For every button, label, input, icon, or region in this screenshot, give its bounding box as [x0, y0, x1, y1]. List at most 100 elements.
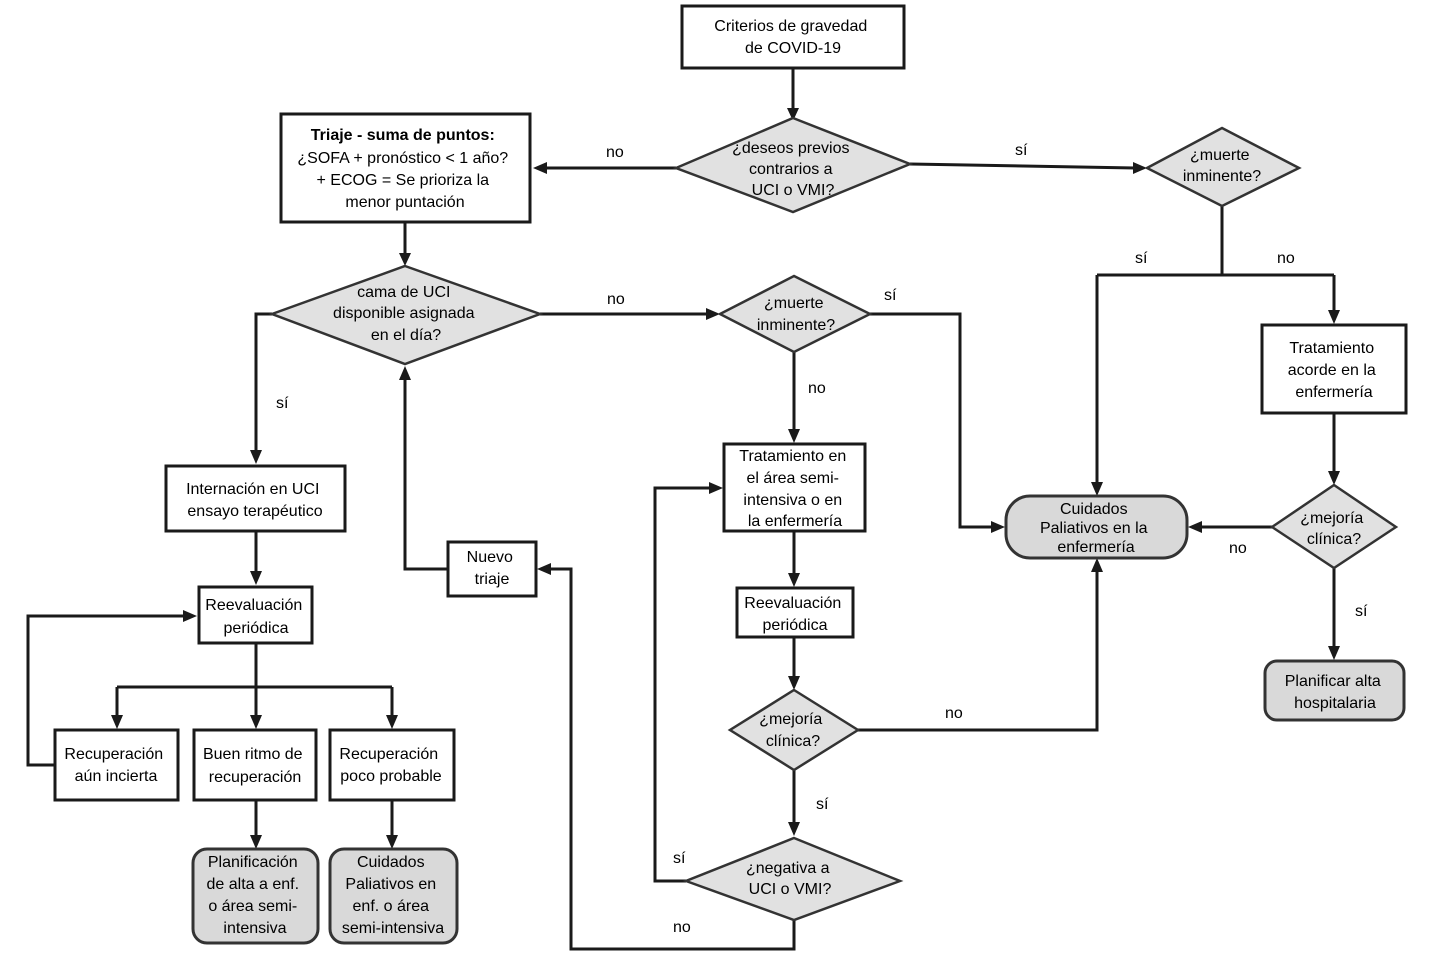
- internacion-uci-box: Internación en UCI ensayo terapéutico: [164, 464, 347, 533]
- node-line: Tratamiento: [1289, 340, 1374, 357]
- node-line: ¿muerte: [764, 295, 824, 312]
- reevaluacion-1-box: Reevaluación periódica: [197, 585, 314, 645]
- buen-ritmo-box: Buen ritmo de recuperación: [192, 728, 318, 802]
- node-line: periódica: [763, 617, 828, 634]
- svg-text:Cuidados Paliativos en: Cuidados Paliativos en enf. o área semi-…: [342, 854, 444, 937]
- node-line: + ECOG = Se prioriza la: [317, 172, 490, 189]
- svg-text:¿deseos previos contrari: ¿deseos previos contrarios a UCI o VMI?: [732, 140, 854, 199]
- criterios-box: Criterios de gravedad de COVID-19: [680, 4, 906, 70]
- node-line: Buen ritmo de: [203, 746, 303, 763]
- svg-text:Recuperación aún inciert: Recuperación aún incierta: [64, 746, 167, 785]
- node-line: enfermería: [1057, 539, 1134, 556]
- node-line: poco probable: [340, 768, 442, 785]
- svg-text:Reevaluación periódica: Reevaluación periódica: [205, 597, 306, 637]
- svg-text:¿muerte inminente?: ¿muerte inminente?: [1183, 147, 1261, 185]
- node-line: Paliativos en la: [1040, 520, 1148, 537]
- cuidados-paliativos-enf-box: Cuidados Paliativos en enf. o área semi-…: [328, 847, 459, 945]
- svg-text:Tratamiento acorde en la: Tratamiento acorde en la enfermería: [1288, 340, 1381, 401]
- svg-text:Planificar alta hospital: Planificar alta hospitalaria: [1285, 673, 1386, 712]
- svg-text:Nuevo triaje: Nuevo triaje: [467, 549, 518, 588]
- edge-label: sí: [816, 796, 829, 813]
- node-line: Paliativos en: [345, 876, 436, 893]
- svg-text:cama de UCI disponible a: cama de UCI disponible asignada en el dí…: [333, 284, 479, 344]
- deseos-decision: ¿deseos previos contrarios a UCI o VMI?: [672, 116, 914, 214]
- node-line: UCI o VMI?: [749, 881, 832, 898]
- node-line: la enfermería: [748, 513, 842, 530]
- node-line: UCI o VMI?: [752, 182, 835, 199]
- edge-label: sí: [1135, 250, 1148, 267]
- svg-text:Recuperación poco probab: Recuperación poco probable: [339, 746, 442, 785]
- svg-text:Criterios de gravedad de: Criterios de gravedad de COVID-19: [714, 18, 871, 57]
- svg-text:Cuidados Paliativos en l: Cuidados Paliativos en la enfermería: [1040, 501, 1152, 556]
- edge-label: no: [673, 919, 691, 936]
- recuperacion-incierta-box: Recuperación aún incierta: [53, 728, 180, 802]
- edge-labels: no sí sí no no sí sí no no sí no sí sí n…: [276, 142, 1368, 936]
- mejoria-clinica-1-decision: ¿mejoría clínica?: [1269, 483, 1399, 570]
- node-line: acorde en la: [1288, 362, 1376, 379]
- node-line: clínica?: [1307, 531, 1361, 548]
- node-line: Planificar alta: [1285, 673, 1381, 690]
- svg-text:¿mejoría clínica?: ¿mejoría clínica?: [759, 711, 827, 750]
- svg-text:¿mejoría clínica?: ¿mejoría clínica?: [1300, 510, 1368, 548]
- node-line: disponible asignada: [333, 305, 475, 322]
- node-line: periódica: [224, 620, 289, 637]
- planificacion-alta-enf-box: Planificación de alta a enf. o área semi…: [191, 847, 320, 945]
- node-line: Cuidados: [1060, 501, 1128, 518]
- svg-text:¿muerte inminente?: ¿muerte inminente?: [757, 295, 835, 334]
- cama-uci-decision: cama de UCI disponible asignada en el dí…: [268, 264, 544, 366]
- edge-label: no: [1229, 540, 1247, 557]
- node-line: de COVID-19: [745, 40, 841, 57]
- node-line: ¿SOFA + pronóstico < 1 año?: [297, 150, 508, 167]
- edge-label: sí: [276, 395, 289, 412]
- node-line: contrarios a: [749, 161, 833, 178]
- muerte-inminente-1-decision: ¿muerte inminente?: [1144, 126, 1302, 208]
- node-line: en el día?: [371, 327, 441, 344]
- svg-text:Internación en UCI ensay: Internación en UCI ensayo terapéutico: [186, 481, 324, 520]
- svg-text:¿negativa a UCI o VMI?: ¿negativa a UCI o VMI?: [746, 860, 834, 898]
- edge-label: sí: [1355, 603, 1368, 620]
- node-line: inminente?: [757, 317, 835, 334]
- triaje-title: Triaje - suma de puntos:: [311, 127, 495, 144]
- node-line: Planificación: [208, 854, 298, 871]
- node-line: menor puntación: [345, 194, 464, 211]
- svg-text:Buen ritmo de recuperaci: Buen ritmo de recuperación: [203, 746, 307, 786]
- negativa-uci-decision: ¿negativa a UCI o VMI?: [682, 836, 904, 922]
- node-line: Cuidados: [357, 854, 425, 871]
- node-line: Tratamiento en: [739, 448, 846, 465]
- cuidados-paliativos-box: Cuidados Paliativos en la enfermería: [1004, 494, 1189, 560]
- node-line: cama de UCI: [357, 284, 450, 301]
- svg-text:Planificación de alta a: Planificación de alta a enf. o área semi…: [207, 854, 304, 937]
- edge-label: no: [1277, 250, 1295, 267]
- node-line: triaje: [475, 571, 510, 588]
- node-line: de alta a enf.: [207, 876, 300, 893]
- nuevo-triaje-box: Nuevo triaje: [446, 540, 538, 598]
- edge-label: no: [808, 380, 826, 397]
- tratamiento-enfermeria-box: Tratamiento acorde en la enfermería: [1260, 323, 1408, 415]
- node-line: el área semi-: [747, 470, 839, 487]
- node-line: ¿negativa a: [746, 860, 830, 877]
- svg-text:Tratamiento en el área s: Tratamiento en el área semi- intensiva o…: [739, 448, 850, 530]
- edge-label: sí: [1015, 142, 1028, 159]
- node-line: clínica?: [766, 733, 820, 750]
- node-line: Nuevo: [467, 549, 513, 566]
- node-line: Recuperación: [64, 746, 163, 763]
- recuperacion-poco-probable-box: Recuperación poco probable: [328, 728, 456, 802]
- muerte-inminente-2-decision: ¿muerte inminente?: [717, 274, 873, 354]
- node-line: Reevaluación: [205, 597, 302, 614]
- node-line: Criterios de gravedad: [714, 18, 867, 35]
- node-line: ensayo terapéutico: [187, 503, 322, 520]
- node-line: inminente?: [1183, 168, 1261, 185]
- connectors: [26, 68, 1340, 951]
- node-line: o área semi-: [208, 898, 297, 915]
- edge-label: sí: [673, 850, 686, 867]
- edge-label: sí: [884, 287, 897, 304]
- tratamiento-semi-intensiva-box: Tratamiento en el área semi- intensiva o…: [722, 442, 867, 533]
- node-line: semi-intensiva: [342, 920, 444, 937]
- planificar-alta-box: Planificar alta hospitalaria: [1263, 659, 1406, 722]
- node-line: enfermería: [1295, 384, 1372, 401]
- node-line: aún incierta: [75, 768, 158, 785]
- node-line: intensiva: [223, 920, 286, 937]
- node-line: ¿mejoría: [759, 711, 822, 728]
- node-line: Recuperación: [339, 746, 438, 763]
